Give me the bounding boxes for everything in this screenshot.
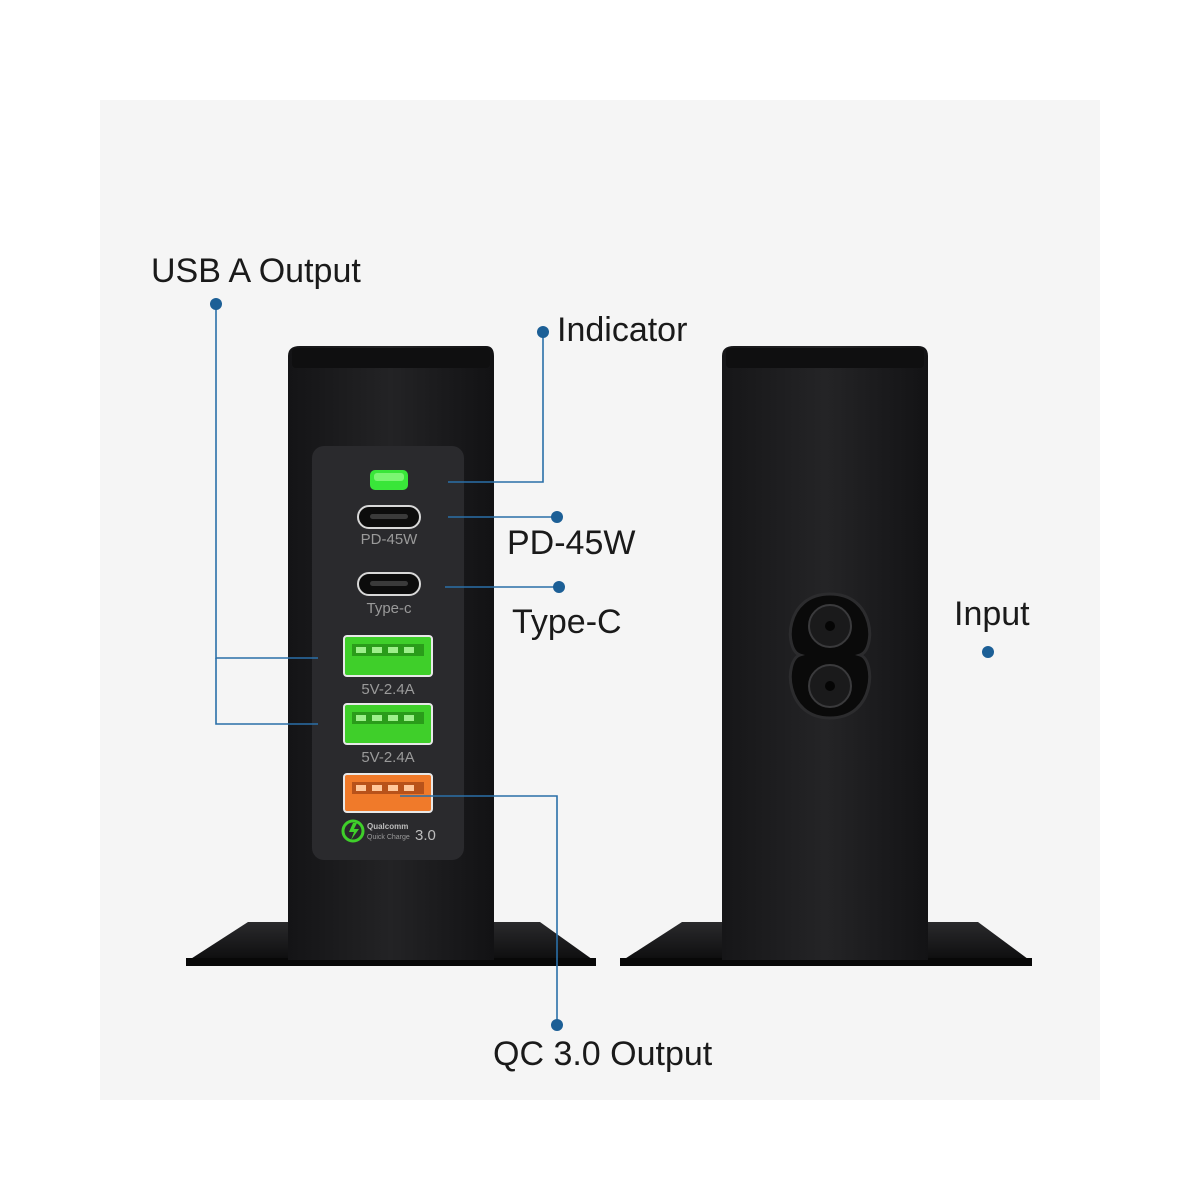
qc-callout-line bbox=[400, 795, 558, 1024]
indicator-callout-line bbox=[448, 332, 544, 483]
type-c-callout-dot bbox=[553, 581, 565, 593]
front-base-bottom bbox=[186, 958, 596, 966]
callout-lines bbox=[215, 304, 559, 1024]
indicator-label: Indicator bbox=[557, 311, 688, 349]
input-callout-dot bbox=[982, 646, 994, 658]
front-device: PD-45W Type-c 5V-2.4A 5V-2.4A Qua bbox=[186, 346, 596, 966]
pd-45w-label: PD-45W bbox=[507, 524, 636, 562]
usb-a-port-2-label: 5V-2.4A bbox=[361, 749, 414, 766]
pd-45w-callout-dot bbox=[551, 511, 563, 523]
type-c-port-label: Type-c bbox=[366, 600, 412, 617]
usb-a-port-1-label: 5V-2.4A bbox=[361, 681, 414, 698]
usb-a-callout-dot bbox=[210, 298, 222, 310]
type-c-label: Type-C bbox=[512, 603, 622, 641]
qc-logo-brand: Qualcomm bbox=[367, 822, 408, 831]
usb-a-output-label: USB A Output bbox=[151, 252, 361, 290]
usb-a-callout-line-2 bbox=[215, 658, 318, 725]
callout-dots bbox=[210, 298, 994, 1031]
side-base-bottom bbox=[620, 958, 1032, 966]
pd-45w-port-label: PD-45W bbox=[361, 531, 419, 548]
figure-8-ac-socket-icon bbox=[788, 592, 872, 720]
qc-logo-version: 3.0 bbox=[415, 827, 436, 844]
qc-callout-dot bbox=[551, 1019, 563, 1031]
side-top-cap bbox=[726, 348, 924, 368]
qualcomm-quick-charge-icon: Qualcomm Quick Charge 3.0 bbox=[341, 819, 436, 844]
input-label: Input bbox=[954, 595, 1030, 633]
qc-logo-sub: Quick Charge bbox=[367, 834, 410, 841]
side-device bbox=[620, 346, 1032, 966]
indicator-callout-dot bbox=[537, 326, 549, 338]
qc-3-output-label: QC 3.0 Output bbox=[493, 1035, 713, 1073]
front-top-cap bbox=[292, 348, 490, 368]
